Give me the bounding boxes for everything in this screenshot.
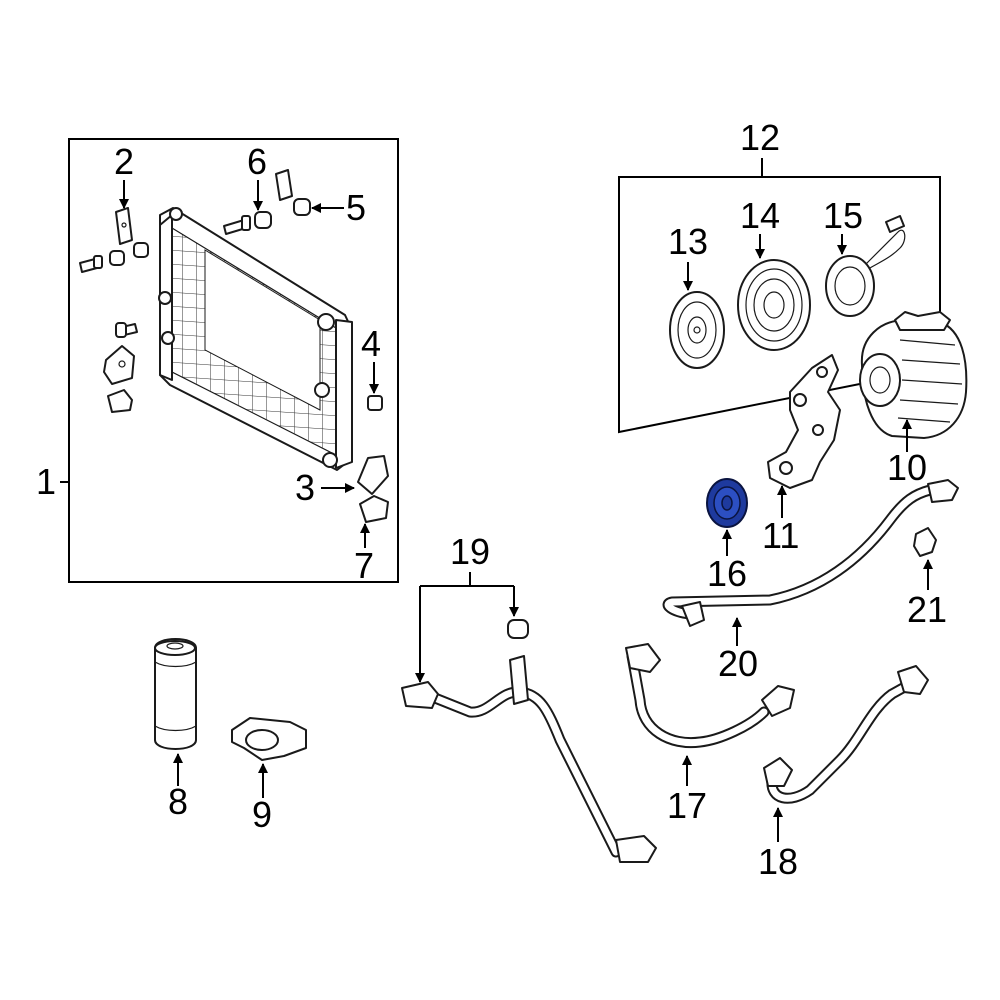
grommet-left-a[interactable] xyxy=(109,250,125,266)
condenser-bracket-left[interactable] xyxy=(103,345,135,385)
callout-12[interactable]: 12 xyxy=(740,117,780,158)
callout-19[interactable]: 19 xyxy=(450,531,490,572)
suction-hose[interactable] xyxy=(763,665,929,804)
callout-5[interactable]: 5 xyxy=(346,187,366,228)
callout-4[interactable]: 4 xyxy=(361,323,381,364)
callout-13[interactable]: 13 xyxy=(668,221,708,262)
callout-18[interactable]: 18 xyxy=(758,841,798,882)
condenser-bracket-upper[interactable] xyxy=(115,207,133,245)
callout-1[interactable]: 1 xyxy=(36,461,56,502)
condenser-group-frame xyxy=(68,138,399,583)
bolt-top-middle[interactable] xyxy=(223,215,251,235)
compressor-bracket[interactable] xyxy=(767,354,841,489)
callout-labels: 1 2 3 4 5 6 7 8 9 10 11 12 13 14 15 16 1… xyxy=(36,117,947,882)
condenser-mount-left[interactable] xyxy=(107,389,133,413)
compressor[interactable] xyxy=(859,311,968,439)
callout-21[interactable]: 21 xyxy=(907,589,947,630)
bolt-left-upper[interactable] xyxy=(79,255,103,273)
callout-3[interactable]: 3 xyxy=(295,467,315,508)
liquid-line[interactable] xyxy=(401,655,657,863)
grommet-6[interactable] xyxy=(254,211,272,229)
callout-15[interactable]: 15 xyxy=(823,195,863,236)
callout-11[interactable]: 11 xyxy=(762,515,799,556)
clutch-coil[interactable] xyxy=(825,215,906,317)
idler-pulley[interactable] xyxy=(706,478,748,528)
discharge-hose[interactable] xyxy=(625,643,795,749)
bolt-left-middle[interactable] xyxy=(115,322,138,338)
receiver-drier[interactable] xyxy=(154,638,197,750)
condenser[interactable] xyxy=(158,207,353,471)
grommet-5[interactable] xyxy=(293,198,311,216)
callout-14[interactable]: 14 xyxy=(740,195,780,236)
callout-9[interactable]: 9 xyxy=(252,794,272,835)
leader-lines xyxy=(60,158,933,842)
condenser-bracket-top[interactable] xyxy=(275,169,293,201)
callout-6[interactable]: 6 xyxy=(247,141,267,182)
condenser-bracket-3[interactable] xyxy=(357,455,389,495)
cushion-7[interactable] xyxy=(359,495,389,523)
pressure-switch[interactable] xyxy=(913,527,937,557)
callout-8[interactable]: 8 xyxy=(168,781,188,822)
o-ring-19[interactable] xyxy=(507,619,529,639)
nut-4[interactable] xyxy=(367,395,383,411)
clutch-pulley[interactable] xyxy=(737,259,811,351)
callout-20[interactable]: 20 xyxy=(718,643,758,684)
callout-2[interactable]: 2 xyxy=(114,141,134,182)
receiver-drier-bracket[interactable] xyxy=(231,717,307,761)
callout-17[interactable]: 17 xyxy=(667,785,707,826)
hose-20[interactable] xyxy=(662,479,959,627)
callout-7[interactable]: 7 xyxy=(354,545,374,586)
grommet-left-b[interactable] xyxy=(133,242,149,258)
clutch-hub[interactable] xyxy=(669,291,725,369)
callout-16[interactable]: 16 xyxy=(707,553,747,594)
callout-10[interactable]: 10 xyxy=(887,447,927,488)
